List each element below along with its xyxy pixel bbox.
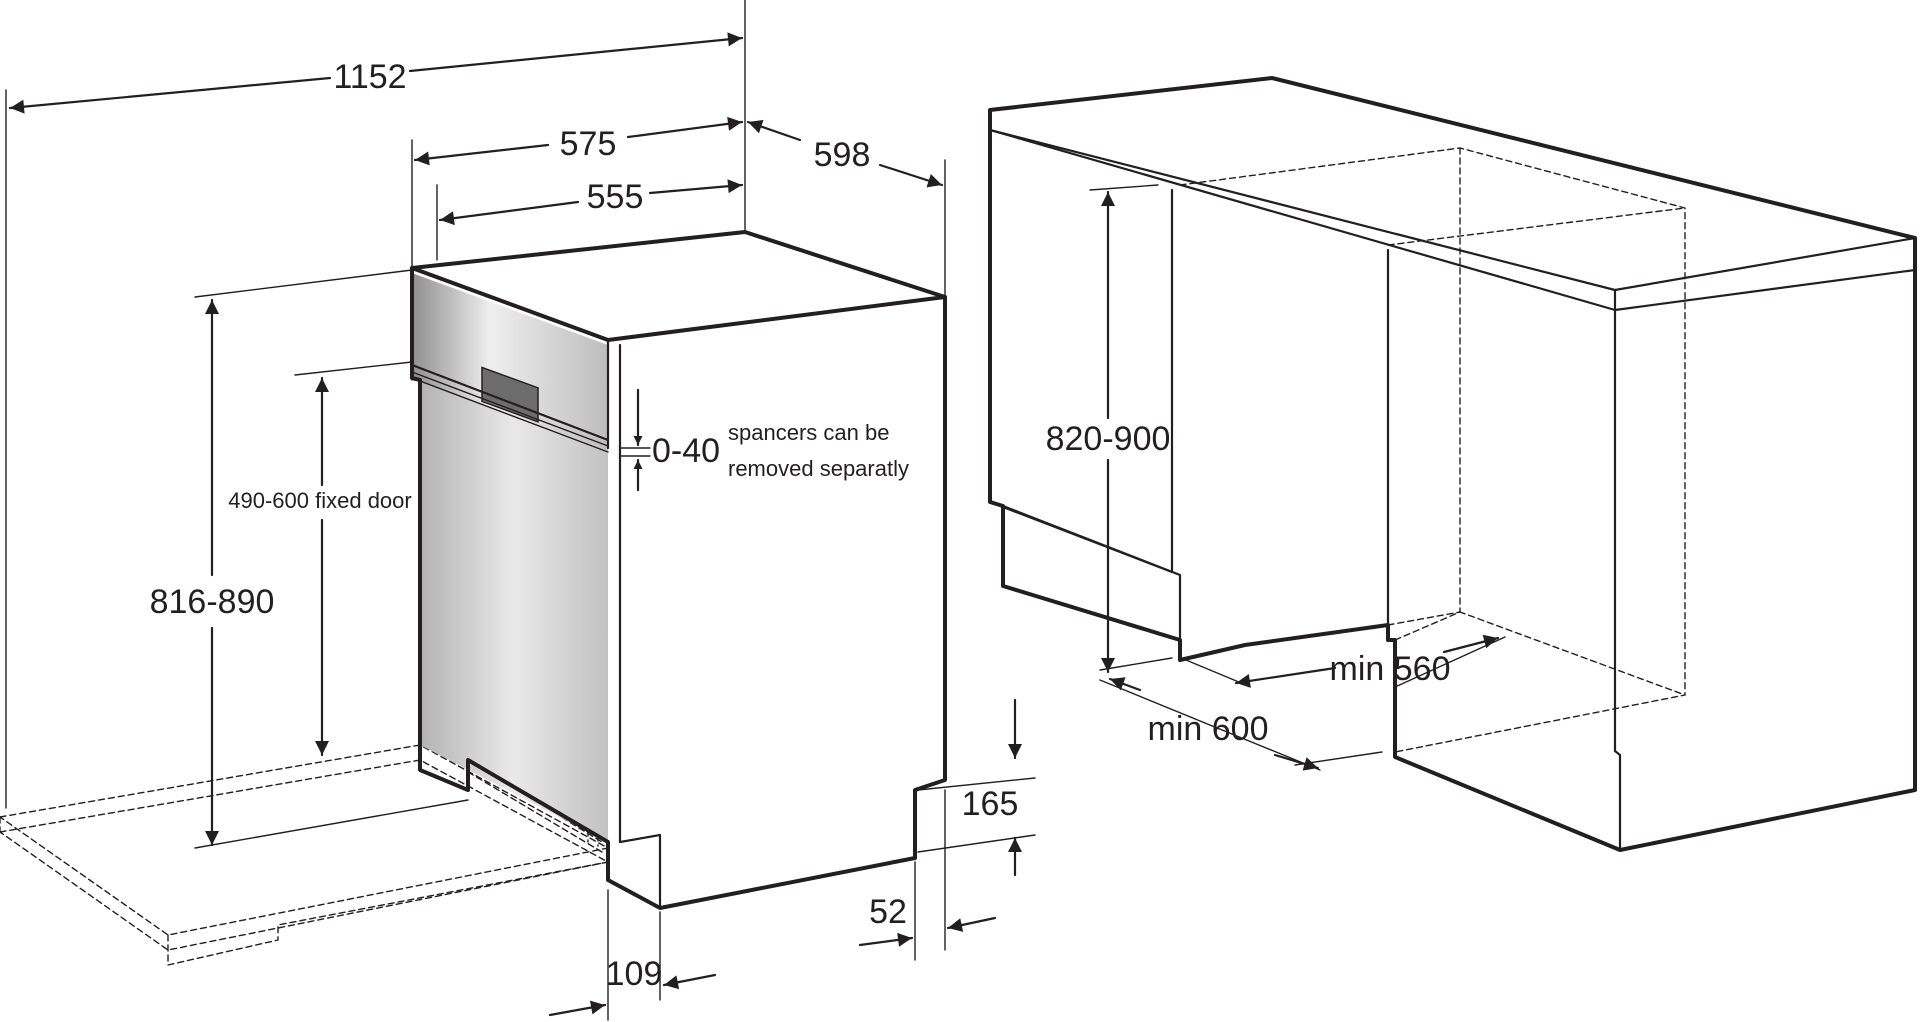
label-min-560: min 560 <box>1330 650 1451 688</box>
kitchen-niche <box>988 76 1917 852</box>
label-165: 165 <box>962 785 1019 823</box>
label-816-890: 816-890 <box>150 583 275 621</box>
label-0-40: 0-40 <box>652 432 720 470</box>
note-spacers-line1: spancers can be <box>728 420 889 445</box>
label-490-600-fixed-door: 490-600 fixed door <box>228 488 411 513</box>
dishwasher-body <box>410 230 947 910</box>
label-109: 109 <box>606 955 663 993</box>
dimension-labels: 1152 575 598 555 816-890 490-600 fixed d… <box>150 58 1451 993</box>
label-min-600: min 600 <box>1148 710 1269 748</box>
label-820-900: 820-900 <box>1046 420 1171 458</box>
label-1152: 1152 <box>333 58 406 96</box>
note-spacers-line2: removed separatly <box>728 456 909 481</box>
label-575: 575 <box>560 125 617 163</box>
left-dimension-lines <box>5 0 1036 1021</box>
label-598: 598 <box>814 136 871 174</box>
label-555: 555 <box>587 178 644 216</box>
label-52: 52 <box>869 893 907 931</box>
